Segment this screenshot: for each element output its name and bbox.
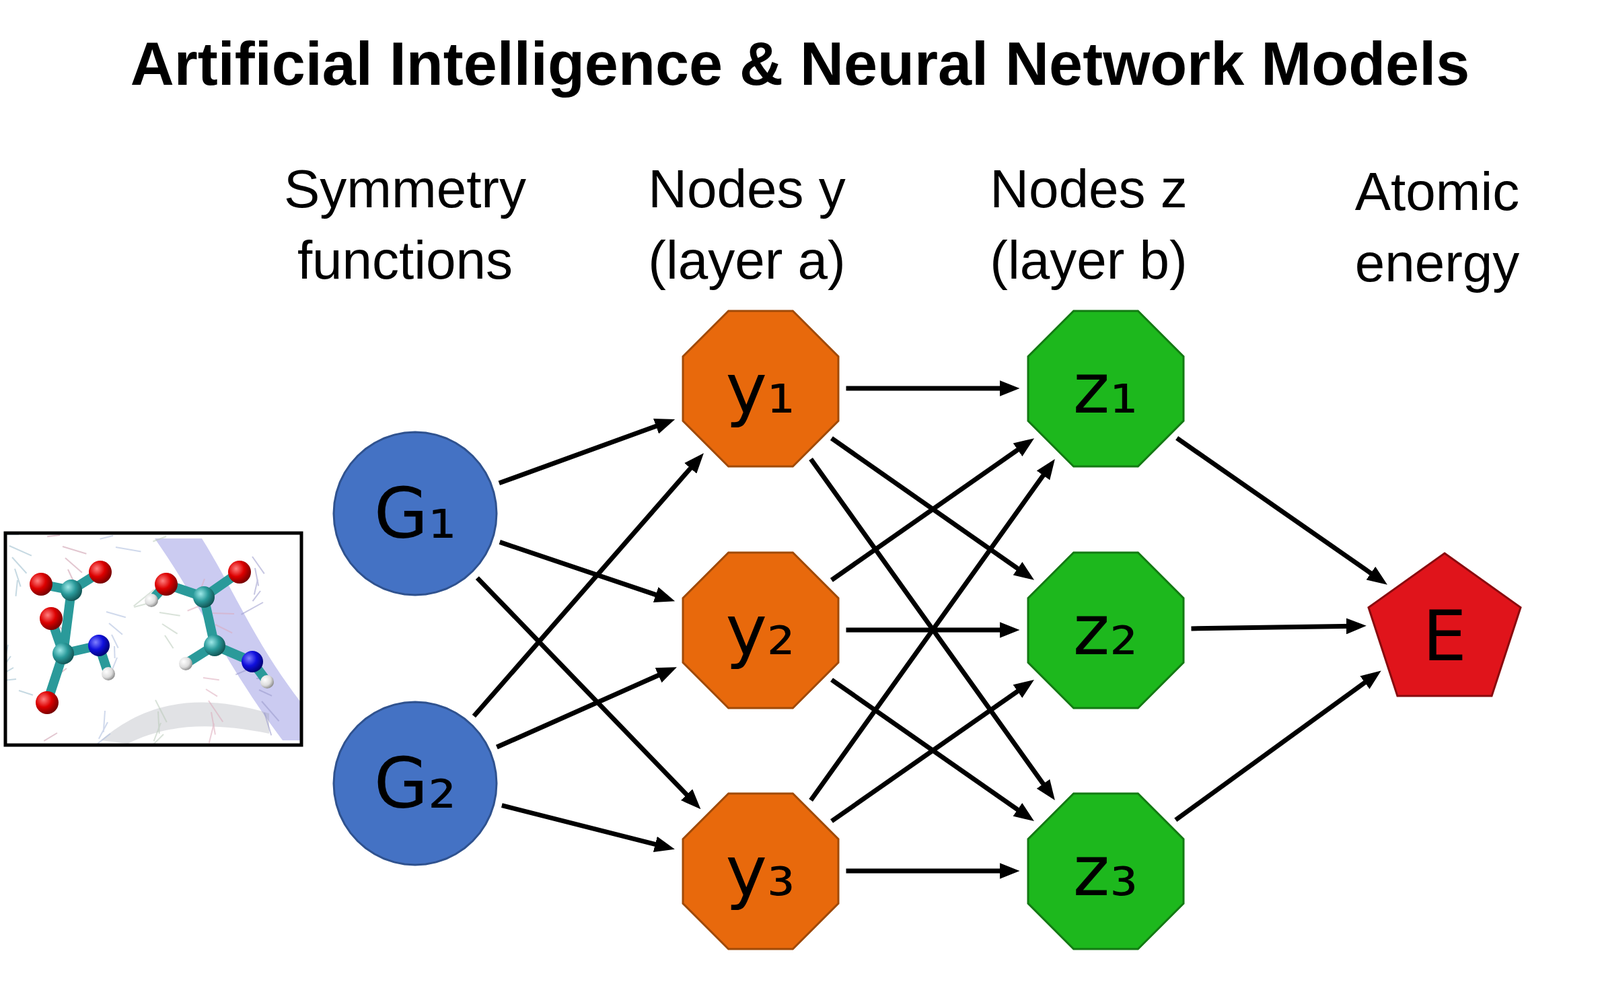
connector-arrow	[501, 805, 663, 846]
node-label: z₂	[1073, 591, 1138, 669]
hidden-node: y₁	[682, 310, 839, 467]
connector-arrow	[499, 423, 663, 484]
hidden-node: y₂	[682, 552, 839, 708]
diagram-title: Artificial Intelligence & Neural Network…	[0, 26, 1600, 101]
connector-arrow	[831, 438, 1024, 572]
node-label: y₃	[725, 832, 795, 909]
input-circle: G₁	[333, 431, 497, 595]
node-label: y₁	[725, 349, 795, 427]
node-label: y₂	[725, 591, 795, 669]
connector-arrow	[1175, 678, 1370, 820]
hidden-node: z₁	[1028, 310, 1184, 467]
connector-arrow	[499, 541, 663, 597]
connector-arrow	[1176, 438, 1376, 577]
connector-arrow	[831, 686, 1024, 821]
connector-arrow	[831, 446, 1024, 580]
illustration-frame	[5, 532, 302, 745]
column-header: Symmetry functions	[246, 153, 564, 297]
connector-arrow	[831, 679, 1024, 814]
connector-arrow	[1190, 625, 1353, 629]
connector-arrow	[473, 462, 695, 716]
column-header: Nodes z (layer b)	[940, 153, 1237, 297]
connector-arrow	[496, 672, 665, 747]
connector-arrow	[846, 386, 1007, 391]
molecule-atoms	[29, 560, 274, 714]
connector-arrow	[846, 868, 1007, 874]
hidden-node: z₃	[1028, 793, 1184, 949]
column-header: Atomic energy	[1326, 156, 1549, 299]
hidden-node: z₂	[1028, 552, 1184, 708]
hidden-node: y₃	[682, 793, 839, 949]
input-circle: G₂	[333, 701, 497, 865]
node-label: z₃	[1073, 832, 1138, 909]
connector-arrow	[477, 577, 692, 800]
column-header: Nodes y (layer a)	[598, 153, 895, 297]
node-label: z₁	[1073, 349, 1138, 427]
connector-arrow	[846, 627, 1007, 633]
output-pentagon: E	[1368, 553, 1521, 696]
background-texture	[6, 534, 301, 744]
node-label: G₂	[374, 744, 457, 822]
connector-arrow	[810, 458, 1047, 790]
molecule-bonds	[41, 571, 268, 703]
node-label: E	[1422, 597, 1467, 675]
node-label: G₁	[374, 475, 457, 552]
